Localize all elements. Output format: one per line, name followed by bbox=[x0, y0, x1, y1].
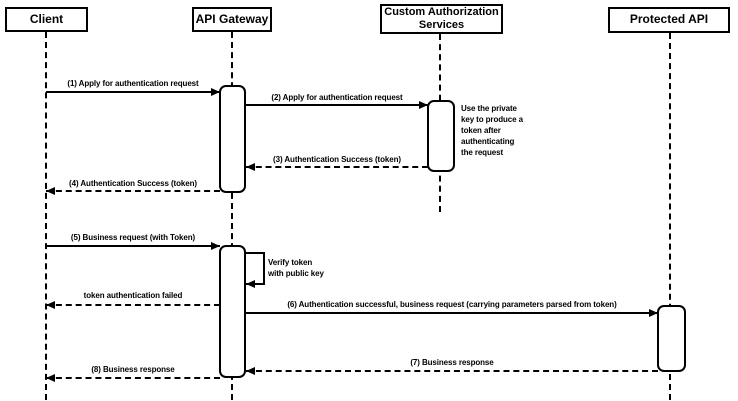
message-2-label: (2) Apply for authentication request bbox=[271, 93, 403, 102]
activation-api-gateway-1 bbox=[219, 85, 246, 193]
actor-api-gateway: API Gateway bbox=[192, 7, 272, 32]
actor-protected-api-label: Protected API bbox=[629, 12, 709, 27]
message-5-arrowhead-icon bbox=[211, 242, 220, 250]
message-3-label: (3) Authentication Success (token) bbox=[273, 155, 401, 164]
message-7-line bbox=[246, 370, 658, 372]
message-4-line bbox=[46, 190, 220, 192]
lifeline-client bbox=[45, 32, 47, 400]
actor-api-gateway-label: API Gateway bbox=[195, 11, 269, 26]
message-2-line bbox=[246, 104, 428, 106]
message-4-arrowhead-icon bbox=[46, 187, 55, 195]
message-8-arrowhead-icon bbox=[46, 374, 55, 382]
lifeline-api-gateway bbox=[231, 32, 233, 400]
message-6-label: (6) Authentication successful, business … bbox=[287, 300, 617, 309]
actor-custom-authorization-services: Custom Authorization Services bbox=[380, 4, 503, 34]
message-token-failed-label: token authentication failed bbox=[83, 291, 183, 300]
message-token-failed-arrowhead-icon bbox=[46, 301, 55, 309]
message-5-line bbox=[46, 245, 220, 247]
message-1-label: (1) Apply for authentication request bbox=[67, 79, 199, 88]
message-6-arrowhead-icon bbox=[649, 309, 658, 317]
message-7-label: (7) Business response bbox=[410, 358, 494, 367]
lifeline-protected-api bbox=[669, 33, 671, 400]
message-7-arrowhead-icon bbox=[246, 367, 255, 375]
activation-api-gateway-2 bbox=[219, 245, 246, 378]
message-6-line bbox=[246, 312, 658, 314]
note-private-key: Use the private key to produce a token a… bbox=[461, 104, 523, 157]
message-3-arrowhead-icon bbox=[246, 163, 255, 171]
self-message-loop bbox=[246, 252, 265, 285]
message-4-label: (4) Authentication Success (token) bbox=[69, 179, 197, 188]
actor-client: Client bbox=[5, 7, 88, 32]
activation-protected-api bbox=[657, 305, 686, 372]
actor-protected-api: Protected API bbox=[608, 7, 730, 33]
self-message-arrowhead-icon bbox=[246, 280, 255, 288]
actor-client-label: Client bbox=[29, 11, 64, 26]
message-8-label: (8) Business response bbox=[91, 365, 175, 374]
activation-custom-authorization-services bbox=[427, 100, 455, 172]
message-1-line bbox=[46, 91, 220, 93]
message-3-line bbox=[246, 166, 428, 168]
message-8-line bbox=[46, 377, 220, 379]
message-token-failed-line bbox=[46, 304, 220, 306]
self-message-label: Verify token with public key bbox=[268, 258, 324, 278]
message-1-arrowhead-icon bbox=[211, 88, 220, 96]
message-5-label: (5) Business request (with Token) bbox=[70, 233, 196, 242]
message-2-arrowhead-icon bbox=[419, 101, 428, 109]
actor-custom-authorization-services-label: Custom Authorization Services bbox=[384, 6, 499, 31]
